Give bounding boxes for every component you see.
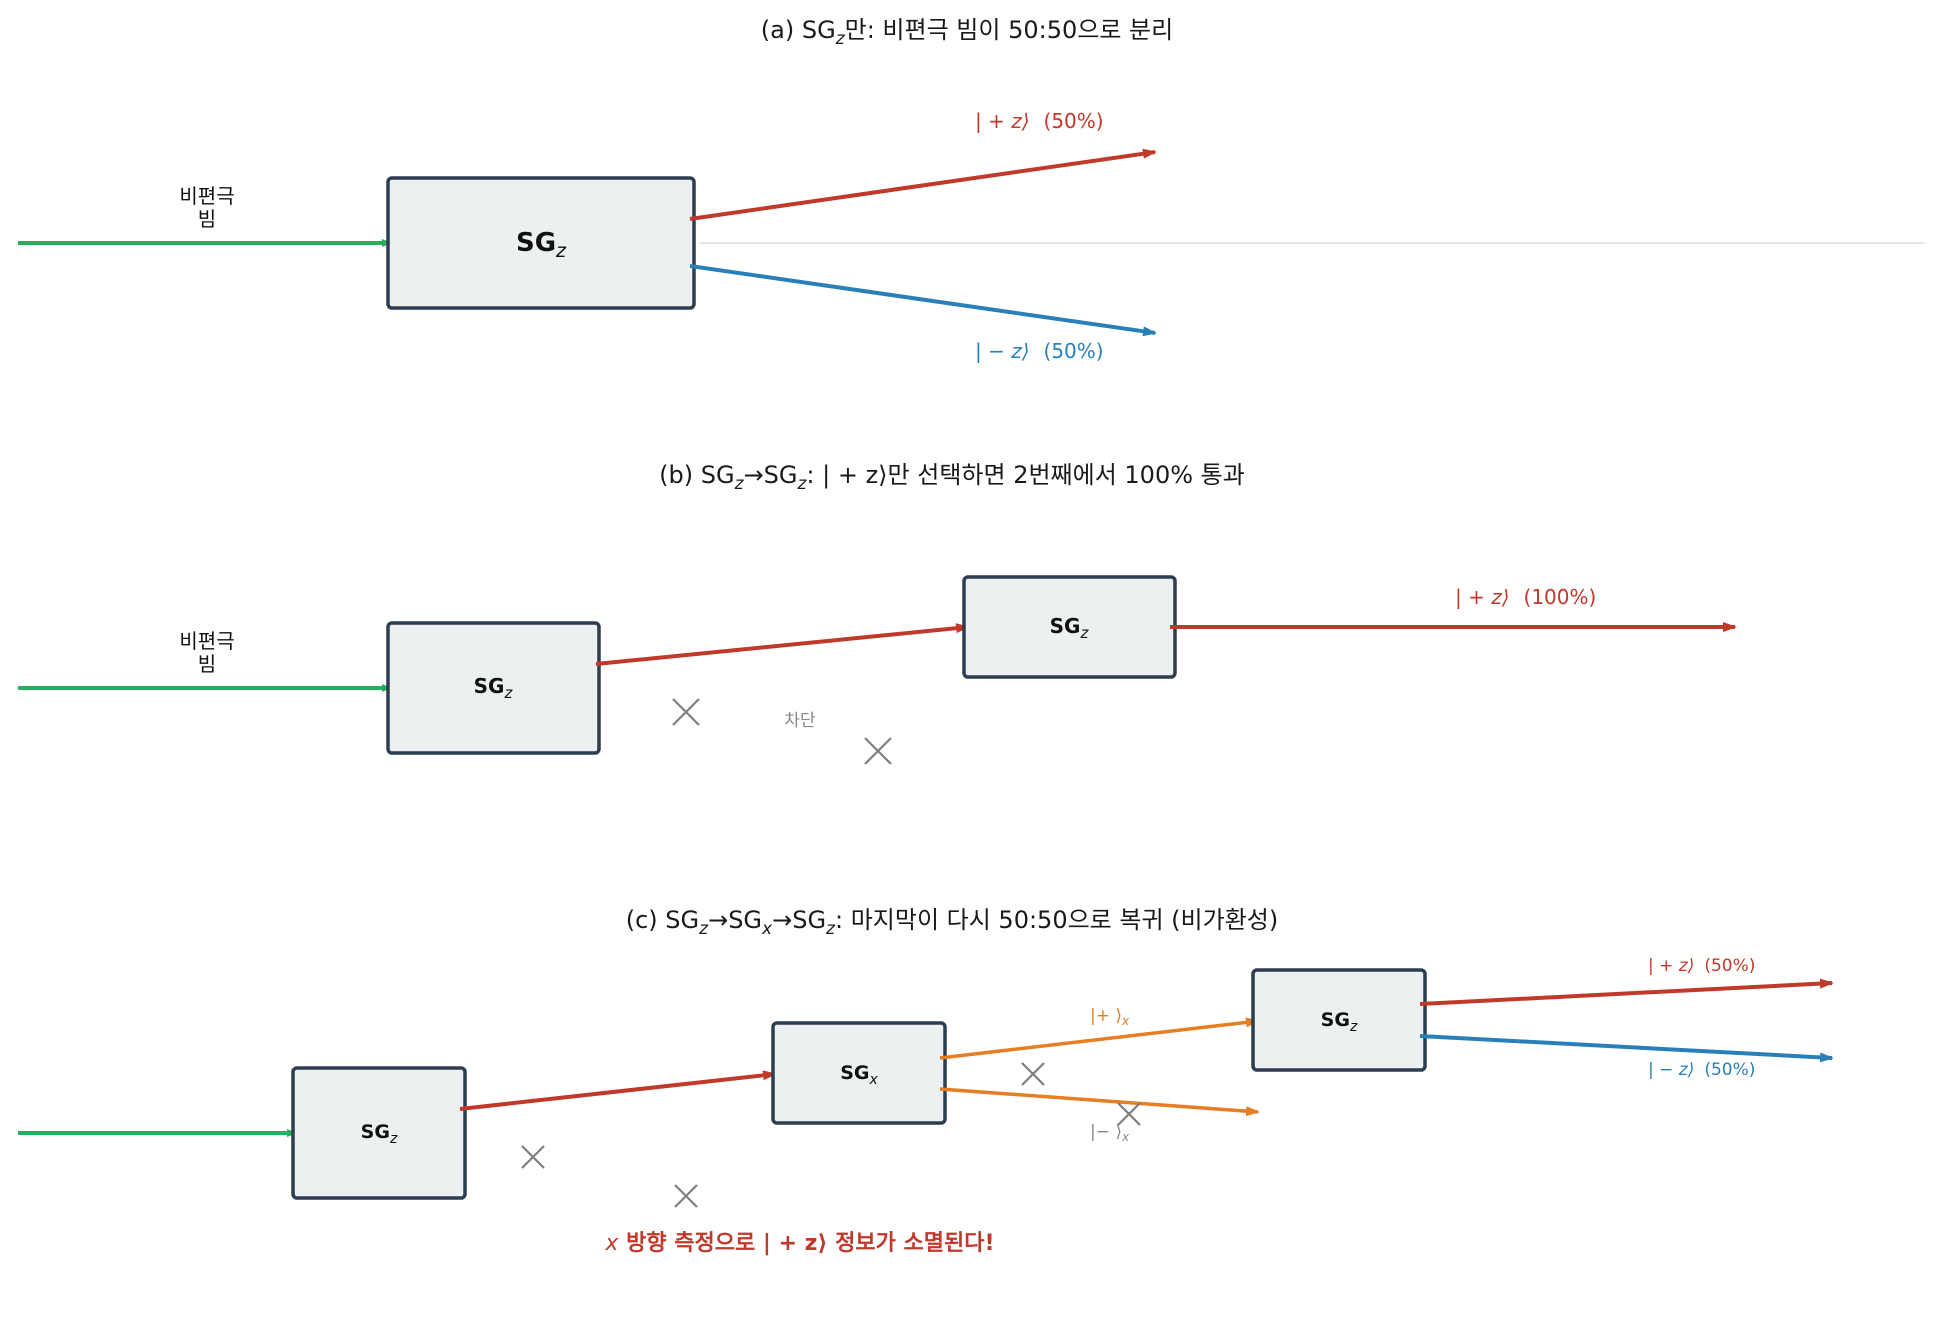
blocked-marker-2 <box>674 1184 698 1208</box>
minus-z-out-label: | − z⟩(50%) <box>1648 1060 1755 1080</box>
sg-z-box-1 <box>291 1066 467 1200</box>
minus-x-label: |− ⟩x <box>1090 1122 1130 1144</box>
panel-c: (c) SGz→SGx→SGz: 마지막이 다시 50:50으로 복귀 (비가환… <box>18 906 1834 1256</box>
plus-z-label: | + z⟩(50%) <box>975 109 1104 133</box>
sg-z-label: SGz <box>516 228 567 262</box>
minus-x-beam <box>939 1087 1260 1117</box>
sg-z-label-1: SGz <box>361 1121 398 1147</box>
input-beam-label: 비편극 <box>179 629 234 653</box>
blocked-label: 차단 <box>784 711 816 731</box>
sg-x-box <box>771 1021 947 1125</box>
sg-z-box-1 <box>386 621 601 755</box>
panel-a-title: (a) SGz만: 비편극 빔이 50:50으로 분리 <box>761 16 1173 49</box>
sg-z-label-2: SGz <box>1050 614 1090 642</box>
plus-z-beam <box>689 148 1157 221</box>
blocked-marker-4 <box>1117 1102 1141 1126</box>
plus-x-label: |+ ⟩x <box>1090 1006 1130 1028</box>
plus-z-beam-1 <box>459 1070 777 1111</box>
plus-z-beam-out <box>1419 978 1834 1006</box>
blocked-marker-1 <box>672 698 700 726</box>
blocked-marker-1 <box>521 1145 545 1169</box>
plus-z-beam <box>595 623 970 666</box>
minus-z-label: | − z⟩(50%) <box>975 339 1104 363</box>
sg-z-box <box>386 176 696 310</box>
sg-z-box-2 <box>1251 968 1427 1072</box>
sg-z-label-1: SGz <box>474 674 514 702</box>
output-label: | + z⟩(100%) <box>1455 585 1596 609</box>
panel-a: (a) SGz만: 비편극 빔이 50:50으로 분리 비편극 빔 SGz | … <box>18 16 1925 363</box>
panel-c-title: (c) SGz→SGx→SGz: 마지막이 다시 50:50으로 복귀 (비가환… <box>626 906 1278 939</box>
input-beam-label: 비편극 <box>179 184 234 208</box>
warning-note: x 방향 측정으로 | + z⟩ 정보가 소멸된다! <box>604 1231 994 1256</box>
sg-x-label: SGx <box>840 1062 878 1088</box>
input-beam-label-2: 빔 <box>198 652 216 676</box>
plus-x-beam <box>939 1017 1260 1060</box>
blocked-marker-3 <box>1021 1062 1045 1086</box>
minus-z-beam-out <box>1419 1034 1834 1063</box>
plus-z-out-label: | + z⟩(50%) <box>1648 956 1755 976</box>
sg-z-label-2: SGz <box>1321 1009 1358 1035</box>
input-beam-label-2: 빔 <box>198 207 216 231</box>
minus-z-beam <box>689 264 1157 337</box>
blocked-marker-2 <box>864 737 892 765</box>
panel-b: (b) SGz→SGz: | + z⟩만 선택하면 2번째에서 100% 통과 … <box>18 461 1737 765</box>
panel-b-title: (b) SGz→SGz: | + z⟩만 선택하면 2번째에서 100% 통과 <box>659 461 1245 494</box>
